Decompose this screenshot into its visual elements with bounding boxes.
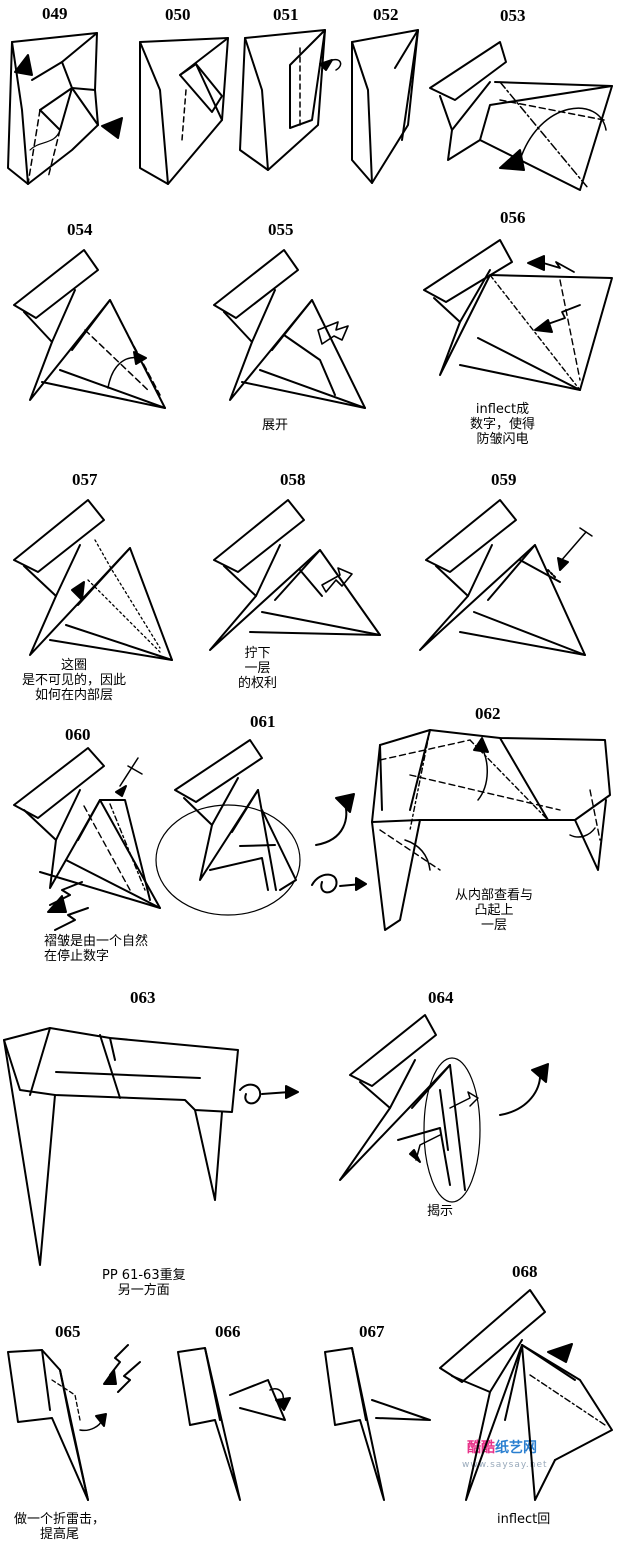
step-066-figure [178, 1348, 290, 1500]
step-063-figure [4, 1028, 298, 1265]
step-057-figure [14, 500, 172, 660]
step-050-figure [140, 38, 228, 184]
step-059-figure [420, 500, 592, 655]
step-058-figure [210, 500, 380, 650]
step-067-figure [325, 1348, 430, 1500]
step-060-figure [14, 748, 160, 930]
step-055-figure [214, 250, 365, 408]
step-054-figure [14, 250, 165, 408]
step-053-figure [430, 42, 612, 190]
step-068-figure [440, 1290, 612, 1500]
step-062-figure [372, 730, 610, 930]
step-064-figure [340, 1015, 548, 1202]
step-065-figure [8, 1345, 140, 1500]
step-052-figure [352, 30, 418, 183]
step-056-figure [424, 240, 612, 390]
step-051-figure [240, 30, 341, 170]
step-061-figure [156, 740, 366, 915]
step-049-figure [8, 33, 122, 184]
